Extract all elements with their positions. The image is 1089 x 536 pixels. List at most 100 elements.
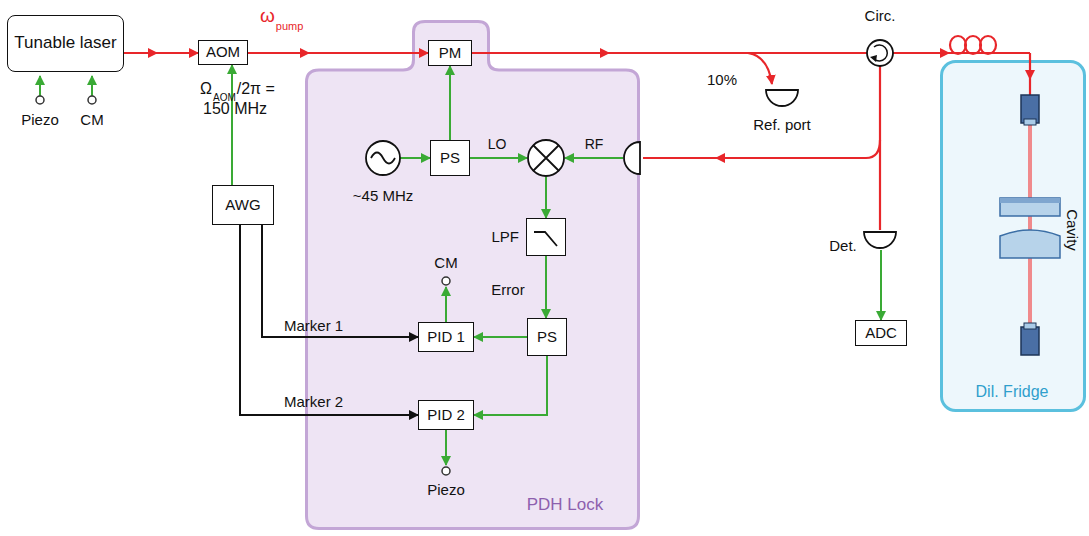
- phase-modulator-box: PM: [428, 40, 472, 66]
- signal-connector: [231, 65, 233, 185]
- rf-wires: [445, 287, 447, 322]
- frequency-label: /2π =: [237, 80, 275, 98]
- signal-connector: [262, 225, 418, 337]
- photodetector: [624, 90, 896, 248]
- oscillator-symbol: [371, 153, 395, 164]
- laser-box: Tunable laser: [7, 15, 124, 72]
- box-label: AWG: [225, 197, 260, 214]
- signal-connector: [545, 256, 547, 318]
- laser-terminals: [91, 76, 93, 96]
- terminal-label: CM: [434, 255, 457, 272]
- signal-label: ω: [260, 6, 275, 27]
- laser-beam: [643, 140, 880, 158]
- fridge-region-outline: [940, 60, 1086, 412]
- circulator: [867, 40, 893, 66]
- cavity-illustration: [1021, 327, 1039, 355]
- box-label: Tunable laser: [14, 34, 116, 53]
- filter-symbol: [531, 224, 561, 250]
- pdh-lock-region-outline: [305, 20, 640, 530]
- beam-direction-arrow: [600, 48, 610, 58]
- box-label: PM: [439, 45, 462, 62]
- terminal-label: CM: [80, 112, 103, 129]
- component-label: Det.: [829, 238, 857, 255]
- pdh-lock-region: PM PS LPF PS PID 1 PID 2 PDH Lock: [305, 20, 640, 530]
- connector-label: Marker 2: [284, 394, 343, 411]
- signal-connector: [124, 52, 198, 54]
- frequency-label: ~45 MHz: [353, 188, 413, 205]
- signal-subscript: pump: [276, 20, 304, 32]
- component-label: Circ.: [865, 8, 896, 25]
- laser-beam: [950, 36, 966, 54]
- fridge-region: Dil. Fridge: [940, 60, 1086, 412]
- box-label: PID 2: [427, 407, 465, 424]
- rf-wires: [445, 430, 447, 465]
- cavity-illustration: [1000, 198, 1060, 216]
- rf-wires: [880, 250, 882, 320]
- port-label: RF: [585, 137, 604, 152]
- signal-connector: [474, 356, 547, 415]
- filter-symbol: [534, 232, 557, 246]
- beam-direction-arrow: [940, 48, 950, 58]
- rf-wires: [442, 467, 450, 475]
- laser-beam: [748, 53, 772, 84]
- laser-terminals: [36, 76, 96, 104]
- box-label: PS: [440, 150, 460, 167]
- laser-beam: [472, 36, 1030, 230]
- box-label: LPF: [491, 229, 519, 246]
- signal-connector: [449, 66, 451, 140]
- photodetector: [766, 90, 798, 106]
- circulator: [867, 40, 893, 66]
- signal-connector: [248, 52, 428, 54]
- beam-direction-arrow: [715, 153, 725, 163]
- box-label: AOM: [206, 44, 240, 61]
- aom-box: AOM: [198, 40, 248, 65]
- cavity-illustration: [1024, 119, 1036, 125]
- laser-beam: [980, 36, 996, 54]
- terminal-label: Piezo: [21, 112, 59, 129]
- rf-wires: [565, 157, 623, 159]
- box-label: PID 1: [427, 329, 465, 346]
- rf-wires: [400, 158, 881, 475]
- pid-box: PID 1: [418, 322, 474, 352]
- laser-terminals: [88, 96, 96, 104]
- port-label: Ref. port: [753, 117, 811, 134]
- laser-terminals: [36, 96, 44, 104]
- connector-label: Error: [491, 282, 524, 299]
- frequency-value: 150 MHz: [203, 100, 267, 118]
- lowpass-filter-box: LPF: [526, 218, 566, 256]
- awg-box: AWG: [212, 185, 274, 225]
- cavity-illustration: [1024, 323, 1036, 329]
- adc-box: ADC: [855, 320, 907, 346]
- photodetector: [864, 232, 896, 248]
- phase-shifter-box: PS: [527, 318, 567, 356]
- pid-box: PID 2: [418, 400, 474, 430]
- port-label: LO: [488, 137, 507, 152]
- terminal-label: Piezo: [427, 482, 465, 499]
- cavity-illustration: [1000, 198, 1060, 203]
- cavity-illustration: [1000, 230, 1060, 258]
- phase-shifter-box: PS: [430, 140, 470, 176]
- cavity-illustration: [1000, 95, 1060, 355]
- mixer-symbol: [528, 140, 564, 176]
- laser-beam: [965, 36, 981, 54]
- beam-direction-arrow: [1025, 70, 1035, 80]
- mixer-symbol: [533, 145, 559, 171]
- laser-terminals: [39, 76, 41, 96]
- region-title: Dil. Fridge: [976, 383, 1049, 401]
- region-outline: [942, 62, 1085, 411]
- frequency-label: Ω: [200, 80, 212, 98]
- rf-wires: [545, 177, 547, 218]
- connector-label: Marker 1: [284, 318, 343, 335]
- component-label: Cavity: [1064, 209, 1081, 251]
- signal-connector: [240, 225, 418, 415]
- box-label: PS: [537, 329, 557, 346]
- region-title: PDH Lock: [527, 496, 604, 515]
- signal-connector: [474, 336, 527, 338]
- laser-beam: [472, 52, 867, 54]
- cavity-illustration: [1028, 123, 1032, 325]
- rf-wires: [442, 277, 450, 285]
- mixer-symbol: [528, 140, 564, 176]
- split-ratio-label: 10%: [707, 72, 737, 89]
